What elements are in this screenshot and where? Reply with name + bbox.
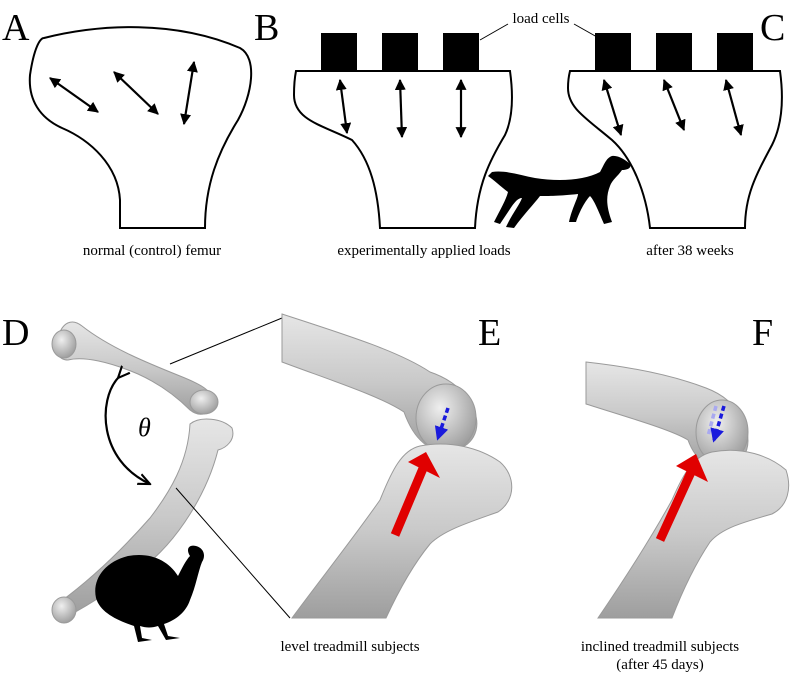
zoom-line-bottom xyxy=(175,487,291,619)
panel-letter-b: B xyxy=(254,7,279,49)
double-arrow-icon xyxy=(49,60,198,126)
load-vector-faded-f xyxy=(706,405,718,437)
load-vector-f xyxy=(710,405,726,443)
load-cells-label: load cells xyxy=(512,11,569,27)
caption-a: normal (control) femur xyxy=(83,243,221,259)
panel-b: B experimentally applied loads xyxy=(254,7,514,259)
caption-f: inclined treadmill subjects xyxy=(581,639,739,655)
force-arrow-shaft-e xyxy=(390,464,429,537)
force-arrow-shaft-f xyxy=(655,468,697,542)
panel-letter-c: C xyxy=(760,7,785,49)
panel-letter-a: A xyxy=(2,7,30,49)
zoom-line-top xyxy=(169,317,283,365)
caption-b: experimentally applied loads xyxy=(337,243,510,259)
tibiotarsus-bone xyxy=(51,418,234,624)
load-cells-annotation: load cells xyxy=(479,11,598,41)
caption-e: level treadmill subjects xyxy=(280,639,419,655)
panel-letter-e: E xyxy=(478,312,501,354)
angle-arc xyxy=(104,378,150,484)
load-cells-c xyxy=(595,33,753,71)
load-cells-b xyxy=(321,33,479,71)
double-arrow-icon xyxy=(335,78,467,139)
panel-letter-d: D xyxy=(2,312,29,354)
caption-c: after 38 weeks xyxy=(646,243,734,259)
panel-a: A normal (control) femur xyxy=(2,7,253,259)
panel-letter-f: F xyxy=(752,312,773,354)
force-arrow-icon xyxy=(408,452,440,478)
angle-theta-label: θ xyxy=(138,413,151,442)
panel-d: D θ xyxy=(2,312,291,642)
guineafowl-silhouette-icon xyxy=(95,545,204,642)
caption-f-line2: (after 45 days) xyxy=(616,657,703,673)
knee-joint-render-e xyxy=(281,313,513,619)
femur-bone xyxy=(51,321,219,415)
panel-e: E level treadmill subjects xyxy=(280,312,513,655)
force-arrow-icon xyxy=(676,454,708,482)
load-vector-e xyxy=(434,407,450,441)
double-arrow-icon xyxy=(601,78,744,137)
dog-silhouette-icon xyxy=(488,155,631,228)
femur-outline-loaded xyxy=(292,70,514,229)
panel-c: C after 38 weeks xyxy=(566,7,785,259)
panel-f: F inclined treadmill subjects (after 45 … xyxy=(581,312,790,673)
femur-outline-control xyxy=(28,26,253,229)
